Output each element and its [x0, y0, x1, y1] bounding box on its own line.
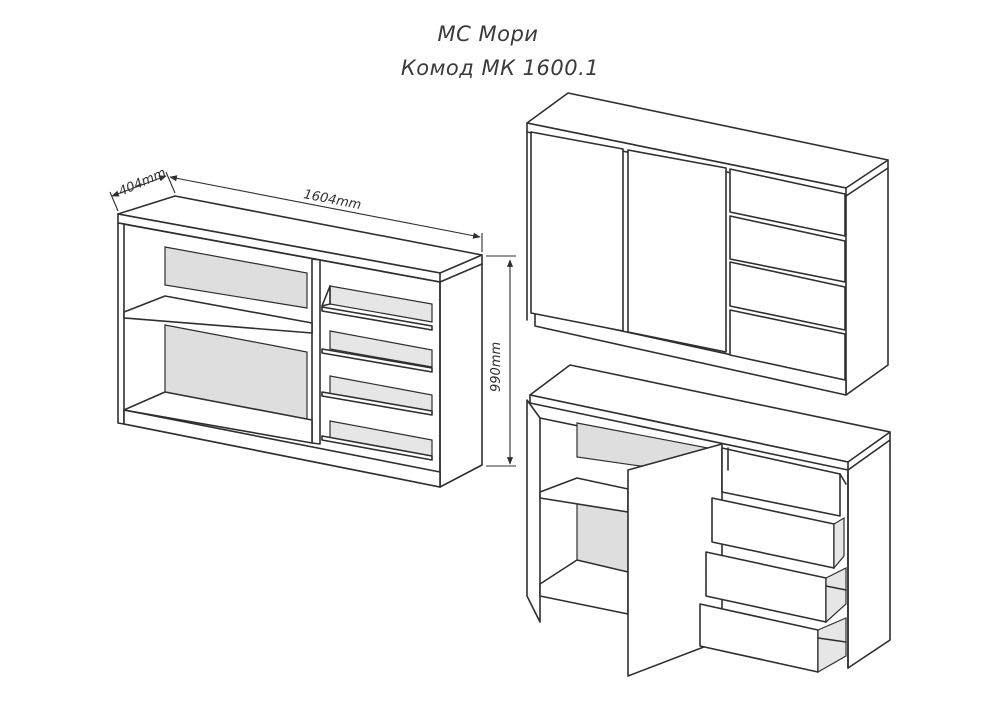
series-title: МС Мори [437, 22, 539, 46]
product-title: Комод МК 1600.1 [400, 56, 600, 80]
middle-door [627, 149, 727, 353]
middle-partition [311, 258, 321, 445]
width-dimension-line [169, 175, 481, 239]
height-label: 990mm [489, 342, 504, 392]
opened-chest-view [526, 364, 891, 677]
right-side-panel [439, 263, 483, 488]
open-carcass-view: 404mm 1604mm 990mm [109, 166, 516, 488]
width-label: 1604mm [302, 187, 362, 213]
open-left-door [526, 399, 541, 623]
closed-drawers [729, 168, 846, 381]
left-door [530, 131, 624, 332]
carcass-drawers [321, 285, 433, 461]
depth-label: 404mm [117, 166, 169, 200]
open-drawers [699, 447, 847, 674]
closed-chest-view [526, 92, 889, 396]
depth-dimension-line [111, 175, 167, 197]
left-shelf [123, 295, 313, 334]
